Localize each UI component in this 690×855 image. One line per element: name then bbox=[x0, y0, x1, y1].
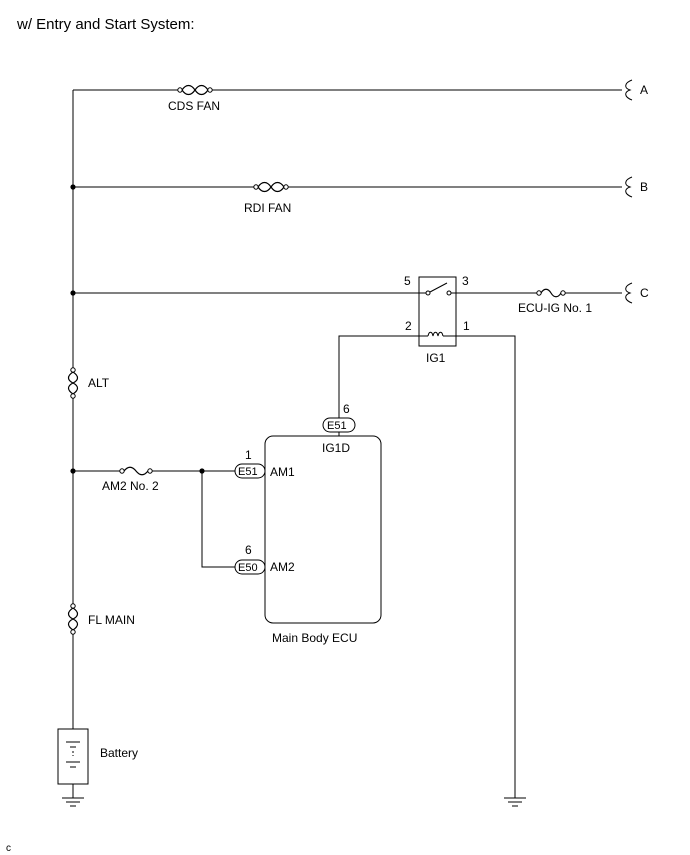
am2-connector: E50 bbox=[234, 559, 266, 575]
am1-pin: 1 bbox=[245, 448, 252, 462]
connector-b-label: B bbox=[640, 180, 648, 194]
connector-a-label: A bbox=[640, 83, 648, 97]
am1-connector: E51 bbox=[234, 463, 266, 479]
ig1-relay-box bbox=[418, 276, 457, 347]
rdi-fan-label: RDI FAN bbox=[244, 201, 291, 215]
ecu-ig-no1-label: ECU-IG No. 1 bbox=[518, 301, 592, 315]
relay-pin-3: 3 bbox=[462, 274, 469, 288]
ig1d-pin: 6 bbox=[343, 402, 350, 416]
svg-text:E50: E50 bbox=[238, 562, 258, 574]
cds-fan-label: CDS FAN bbox=[168, 99, 220, 113]
ig1d-connector: E51 bbox=[322, 417, 356, 436]
am2-terminal-label: AM2 bbox=[270, 560, 295, 574]
main-body-ecu-box bbox=[264, 435, 382, 624]
line-c: 5 3 ECU-IG No. 1 C bbox=[70, 274, 649, 347]
svg-text:E51: E51 bbox=[238, 466, 258, 478]
am-line: AM2 No. 2 bbox=[70, 466, 235, 568]
relay-pin-2: 2 bbox=[405, 319, 412, 333]
fl-main-fuse bbox=[67, 603, 79, 635]
relay-ground-icon bbox=[504, 797, 526, 807]
am2-no2-label: AM2 No. 2 bbox=[102, 479, 159, 493]
am1-terminal-label: AM1 bbox=[270, 465, 295, 479]
rdi-fan-fuse bbox=[253, 181, 289, 193]
ig1-relay-switch bbox=[419, 282, 456, 296]
connector-a-bracket bbox=[625, 79, 633, 101]
connector-c-bracket bbox=[625, 282, 633, 304]
battery-symbol bbox=[57, 728, 89, 798]
main-body-ecu-label: Main Body ECU bbox=[272, 631, 357, 645]
diagram-title: w/ Entry and Start System: bbox=[16, 16, 195, 33]
coil-to-ig1d-wire bbox=[338, 335, 419, 418]
battery-ground-icon bbox=[62, 797, 84, 807]
relay-pin-5: 5 bbox=[404, 274, 411, 288]
line-b: RDI FAN B bbox=[70, 176, 648, 215]
relay-pin-1: 1 bbox=[463, 319, 470, 333]
figure-code: c bbox=[6, 843, 11, 854]
ig1-relay-coil bbox=[419, 331, 456, 337]
coil-to-ground-wire bbox=[456, 335, 516, 798]
am2-branch-wire bbox=[201, 471, 235, 568]
ig1d-terminal-label: IG1D bbox=[322, 441, 350, 455]
ecu-ig-no1-fuse bbox=[536, 288, 566, 298]
battery-label: Battery bbox=[100, 746, 138, 760]
cds-fan-fuse bbox=[177, 84, 213, 96]
am2-no2-fuse bbox=[119, 466, 153, 476]
line-a: CDS FAN A bbox=[73, 79, 648, 113]
am2-pin: 6 bbox=[245, 543, 252, 557]
ig1-relay-label: IG1 bbox=[426, 351, 446, 365]
svg-text:E51: E51 bbox=[327, 420, 347, 432]
alt-fuse bbox=[67, 367, 79, 399]
connector-b-bracket bbox=[625, 176, 633, 198]
connector-c-label: C bbox=[640, 286, 649, 300]
alt-label: ALT bbox=[88, 376, 110, 390]
fl-main-label: FL MAIN bbox=[88, 613, 135, 627]
